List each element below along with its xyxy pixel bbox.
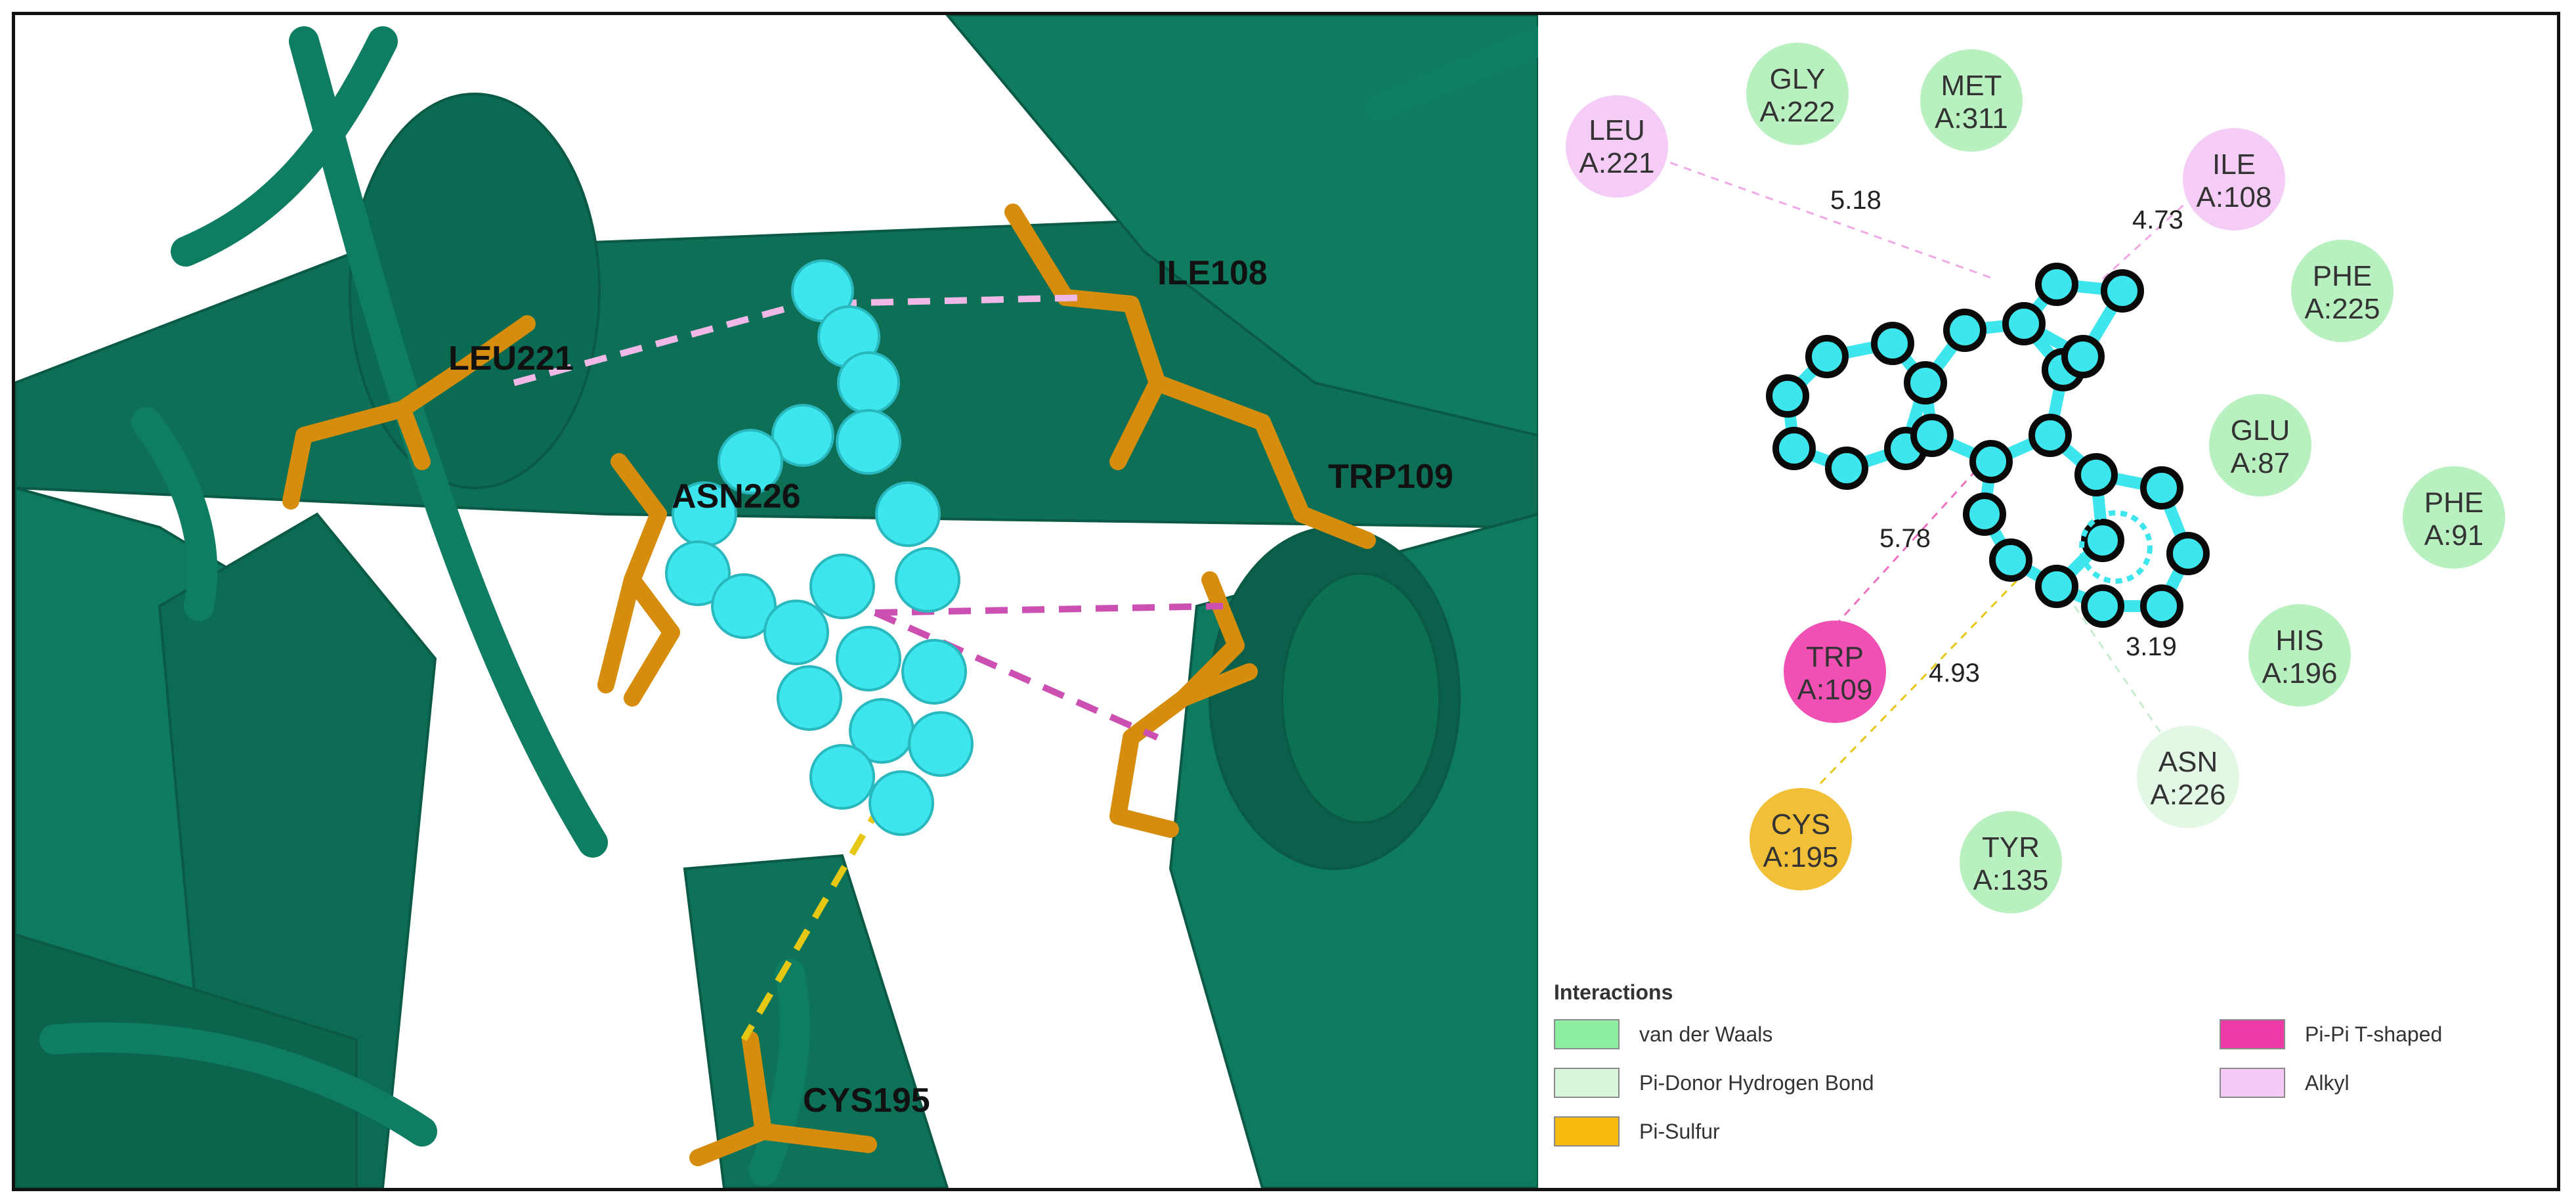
node-his196: HIS A:196 — [2248, 604, 2351, 707]
node-tyr135: TYR A:135 — [1960, 811, 2062, 913]
legend-label-pipi: Pi-Pi T-shaped — [2305, 1022, 2443, 1046]
distance-leu221: 5.18 — [1830, 186, 1881, 215]
svg-text:HIS: HIS — [2275, 624, 2323, 657]
svg-text:A:108: A:108 — [2197, 181, 2272, 213]
svg-text:A:135: A:135 — [1973, 864, 2049, 896]
node-asn226: ASN A:226 — [2137, 726, 2239, 828]
svg-text:A:225: A:225 — [2305, 293, 2380, 325]
legend-swatch-vdw — [1554, 1019, 1620, 1049]
svg-text:A:221: A:221 — [1579, 147, 1655, 179]
svg-text:TRP: TRP — [1806, 641, 1864, 673]
node-cys195: CYS A:195 — [1750, 788, 1852, 890]
label-asn226: ASN226 — [672, 477, 801, 515]
distance-asn226: 3.19 — [2126, 632, 2177, 661]
node-leu221: LEU A:221 — [1566, 95, 1668, 198]
legend-item-pipi: Pi-Pi T-shaped — [2220, 1018, 2442, 1050]
svg-text:ILE: ILE — [2212, 148, 2256, 181]
svg-text:TYR: TYR — [1982, 831, 2040, 864]
svg-text:A:91: A:91 — [2424, 519, 2484, 552]
node-met311: MET A:311 — [1920, 49, 2023, 152]
node-glu87: GLU A:87 — [2209, 394, 2311, 496]
svg-text:GLY: GLY — [1770, 63, 1826, 95]
legend-label-pidonor: Pi-Donor Hydrogen Bond — [1639, 1070, 1874, 1095]
legend-label-alkyl: Alkyl — [2305, 1070, 2350, 1095]
ligand-2d — [1766, 263, 2210, 628]
svg-text:A:311: A:311 — [1935, 102, 2008, 135]
protein-render: LEU221 ILE108 ASN226 TRP109 CYS195 — [15, 15, 1538, 1188]
label-cys195: CYS195 — [803, 1082, 930, 1120]
distance-ile108: 4.73 — [2132, 206, 2183, 234]
node-gly222: GLY A:222 — [1746, 43, 1849, 145]
svg-text:LEU: LEU — [1589, 114, 1645, 146]
distance-trp109: 5.78 — [1879, 524, 1931, 553]
interaction-lines — [1642, 152, 2206, 785]
node-phe91: PHE A:91 — [2403, 466, 2505, 569]
legend-item-vdw: van der Waals — [1554, 1018, 1772, 1050]
svg-text:A:109: A:109 — [1797, 674, 1873, 706]
svg-text:A:195: A:195 — [1763, 841, 1839, 873]
legend-swatch-pidonor — [1554, 1068, 1620, 1098]
svg-text:PHE: PHE — [2313, 260, 2372, 292]
label-leu221: LEU221 — [448, 339, 574, 378]
legend-swatch-alkyl — [2220, 1068, 2285, 1098]
legend-item-pisulfur: Pi-Sulfur — [1554, 1116, 1720, 1147]
svg-text:A:222: A:222 — [1760, 96, 1835, 128]
ligand-atoms — [1766, 263, 2210, 628]
svg-text:A:226: A:226 — [2151, 779, 2226, 811]
legend-title: Interactions — [1554, 980, 1673, 1004]
legend-item-pidonor: Pi-Donor Hydrogen Bond — [1554, 1067, 1874, 1099]
residue-sticks — [282, 204, 1376, 1166]
svg-text:A:196: A:196 — [2262, 657, 2338, 689]
legend-label-pisulfur: Pi-Sulfur — [1639, 1119, 1720, 1143]
legend-swatch-pisulfur — [1554, 1116, 1620, 1147]
residue-labels: LEU221 ILE108 ASN226 TRP109 CYS195 — [448, 254, 1453, 1120]
node-trp109: TRP A:109 — [1784, 621, 1886, 723]
figure-frame: LEU221 ILE108 ASN226 TRP109 CYS195 5.18 … — [12, 12, 2560, 1191]
legend-item-alkyl: Alkyl — [2220, 1067, 2350, 1099]
distance-cys195: 4.93 — [1929, 659, 1980, 688]
interactions-legend: Interactions van der Waals Pi-Donor Hydr… — [1551, 980, 2549, 1184]
distance-labels: 5.18 4.73 5.78 4.93 3.19 — [1830, 186, 2183, 688]
svg-text:PHE: PHE — [2424, 487, 2483, 519]
svg-text:MET: MET — [1941, 70, 2002, 102]
svg-text:CYS: CYS — [1771, 808, 1830, 841]
ligand-spheres — [665, 259, 974, 836]
node-phe225: PHE A:225 — [2291, 240, 2394, 342]
2d-interaction-diagram: 5.18 4.73 5.78 4.93 3.19 — [1538, 15, 2557, 1188]
svg-text:ASN: ASN — [2158, 746, 2218, 778]
protein-ribbons — [15, 15, 1538, 1188]
3d-structure-view: LEU221 ILE108 ASN226 TRP109 CYS195 — [15, 15, 1538, 1188]
residue-nodes: LEU A:221 GLY A:222 MET A:311 ILE A:108 — [1566, 43, 2505, 913]
label-trp109: TRP109 — [1328, 458, 1453, 496]
label-ile108: ILE108 — [1157, 254, 1268, 292]
legend-label-vdw: van der Waals — [1639, 1022, 1773, 1046]
interaction-map: 5.18 4.73 5.78 4.93 3.19 — [1566, 43, 2505, 913]
svg-text:A:87: A:87 — [2231, 447, 2290, 479]
legend-swatch-pipi — [2220, 1019, 2285, 1049]
node-ile108: ILE A:108 — [2183, 128, 2285, 230]
svg-text:GLU: GLU — [2231, 414, 2290, 447]
